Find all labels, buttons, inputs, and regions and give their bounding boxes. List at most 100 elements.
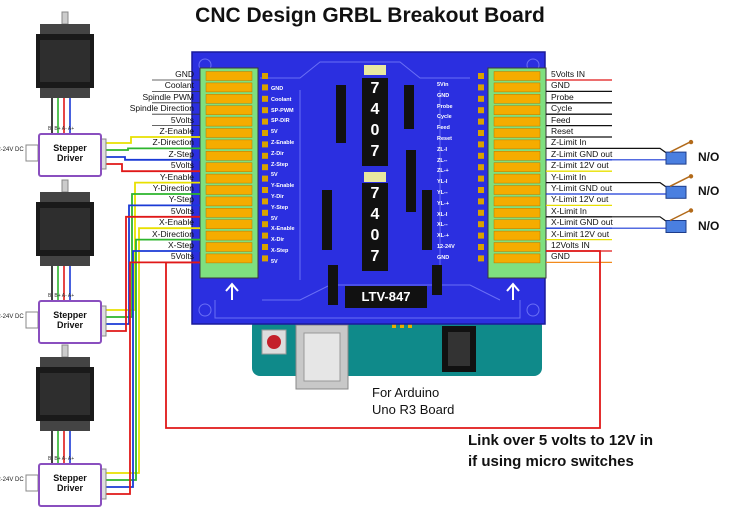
pcb-left-silkscreen: 5V	[271, 258, 278, 265]
left-pin-label: Y-Enable	[159, 171, 194, 182]
terminal-screw	[205, 82, 253, 93]
header-pin	[478, 175, 484, 182]
terminal-screw	[205, 219, 253, 229]
header-pin	[262, 130, 268, 136]
diagram-title: CNC Design GRBL Breakout Board	[195, 4, 545, 27]
pcb-left-silkscreen: 5V	[271, 172, 278, 179]
left-pin-label: Coolant	[164, 80, 194, 91]
header-pin	[262, 118, 268, 125]
arduino-note-line: For Arduino	[372, 385, 440, 400]
header-pin	[262, 95, 268, 102]
header-pin	[478, 130, 484, 136]
left-pin-label: 5Volts	[170, 251, 194, 262]
signal-wire	[106, 250, 200, 488]
header-pin	[478, 118, 484, 125]
terminal-screw	[205, 230, 253, 241]
header-pin	[478, 187, 484, 193]
switch-no-label: N/O	[698, 218, 720, 233]
signal-wire	[106, 181, 200, 311]
chip-lower-digit: 0	[370, 227, 380, 244]
signal-wire	[106, 215, 200, 332]
header-pin	[478, 198, 484, 205]
pcb-right-silkscreen: ZL--	[437, 157, 448, 164]
terminal-screw	[205, 128, 253, 138]
header-pin	[262, 164, 268, 171]
left-pin-label: X-Enable	[159, 217, 194, 228]
switch-wire	[612, 182, 669, 189]
pcb-left-silkscreen: 5V	[271, 129, 278, 136]
header-pin	[262, 244, 268, 250]
header-pin	[262, 152, 268, 159]
micro-switch-icon	[665, 174, 694, 199]
right-pin-label: 12Volts IN	[551, 240, 590, 250]
terminal-screw	[493, 162, 541, 172]
chip-lower-digit: 7	[370, 248, 380, 265]
pcb-right-silkscreen: XL-+	[437, 233, 450, 240]
left-pin-label: Z-Step	[168, 148, 194, 159]
right-pin-label: X-Limit GND out	[551, 217, 613, 228]
chip-upper-digit: 7	[370, 80, 380, 97]
signal-wire	[106, 163, 200, 173]
pcb-right-silkscreen: 5Vin	[437, 82, 449, 88]
terminal-screw	[205, 162, 253, 172]
chip-7407-lower: 7 4 0 7	[362, 183, 388, 271]
terminal-screw	[205, 116, 253, 127]
pcb-left-silkscreen: X-Enable	[271, 226, 295, 233]
terminal-screw	[205, 151, 253, 161]
driver-pin-labels: B- B+ A- A+	[48, 456, 75, 462]
link-note-line: Link over 5 volts to 12V in	[468, 432, 654, 449]
header-pin	[262, 107, 268, 114]
header-pin	[262, 255, 268, 262]
header-pin	[478, 107, 484, 114]
driver-voltage-label: 12-24V DC	[0, 147, 24, 153]
left-pin-label: X-Direction	[151, 228, 194, 239]
terminal-screw	[205, 94, 253, 104]
terminal-screw	[205, 242, 253, 252]
pcb-right-silkscreen: ZL-I	[437, 146, 448, 153]
header-pin	[478, 164, 484, 171]
terminal-screw	[493, 71, 541, 81]
header-pin	[478, 209, 484, 216]
left-pin-label: Spindle PWM	[142, 91, 195, 102]
driver-title-line: Driver	[56, 153, 83, 163]
left-pin-label: 5Volts	[170, 160, 194, 171]
link-note: Link over 5 volts to 12V in if using mic…	[468, 430, 653, 472]
terminal-screw	[493, 196, 541, 207]
usb-port-icon	[295, 324, 349, 390]
pcb-right-silkscreen: 12-24V	[437, 244, 455, 250]
header-pin	[478, 95, 484, 102]
driver-pin-labels: B- B+ A- A+	[48, 126, 75, 132]
header-pin	[478, 244, 484, 250]
pcb-left-silkscreen: X-Dir	[271, 237, 285, 244]
header-pin	[478, 255, 484, 262]
pcb-right-silkscreen: YL--	[437, 190, 448, 196]
right-pin-label: X-Limit In	[551, 205, 587, 216]
signal-wire	[106, 204, 200, 325]
pcb-right-silkscreen: YL-+	[437, 200, 450, 207]
pcb-left-silkscreen: 5V	[271, 215, 278, 222]
pcb-left-silkscreen: Y-Enable	[271, 183, 295, 190]
pcb-left-silkscreen: GND	[271, 86, 284, 92]
terminal-screw	[205, 105, 253, 115]
driver-power-jack	[25, 311, 39, 329]
header-pin	[262, 198, 268, 205]
arduino-note-line: Uno R3 Board	[372, 402, 455, 417]
header-pin	[478, 84, 484, 91]
pcb-left-silkscreen: Z-Dir	[271, 150, 284, 157]
pcb-right-silkscreen: GND	[437, 92, 450, 99]
terminal-screw	[493, 151, 541, 161]
header-pin	[478, 141, 484, 148]
header-pin	[478, 221, 484, 228]
signal-wire	[106, 261, 200, 495]
chip-upper-digit: 0	[370, 122, 380, 139]
driver-power-jack	[25, 474, 39, 492]
left-terminal-block	[199, 67, 259, 279]
driver-title-line: Stepper	[53, 473, 87, 483]
stepper-motor-icon	[36, 11, 94, 133]
terminal-screw	[493, 230, 541, 241]
terminal-screw	[493, 242, 541, 252]
